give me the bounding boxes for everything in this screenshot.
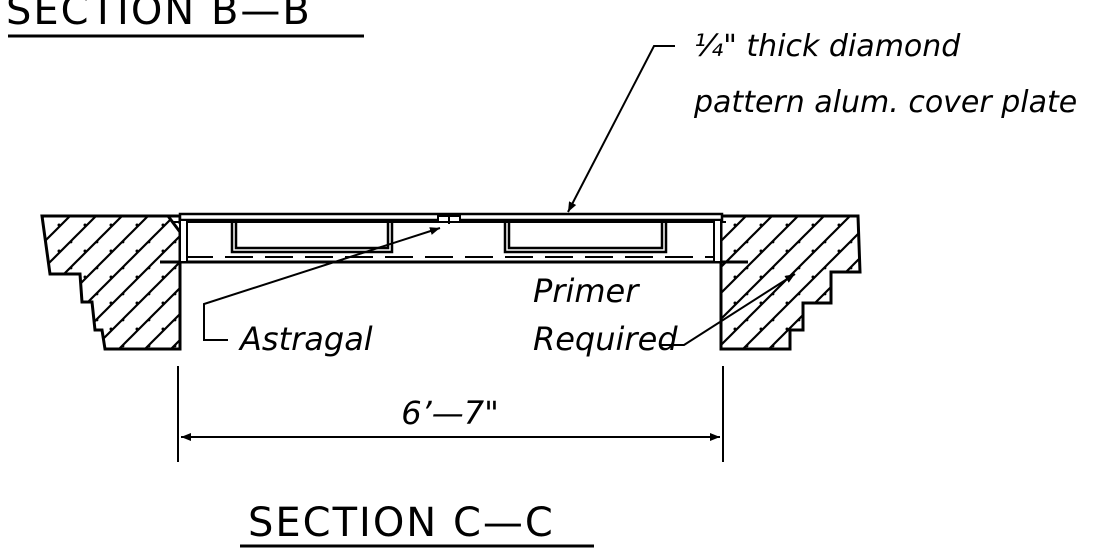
cover-plate-leader bbox=[567, 45, 675, 213]
right-concrete-block bbox=[719, 214, 862, 351]
cover-plate-note-line1: ¼" thick diamond bbox=[694, 29, 961, 64]
dimension-label: 6’—7" bbox=[401, 394, 499, 432]
right-stiffener bbox=[503, 220, 668, 254]
astragal-leader bbox=[203, 227, 441, 341]
cover-plate-note-line2: pattern alum. cover plate bbox=[693, 85, 1077, 120]
primer-leader bbox=[660, 273, 796, 346]
left-stiffener bbox=[230, 220, 394, 254]
top-section-title: SECTION B—B bbox=[6, 0, 312, 34]
left-concrete-block bbox=[40, 214, 182, 351]
primer-label-line2: Required bbox=[533, 320, 678, 358]
bottom-section-title: SECTION C—C bbox=[248, 500, 555, 546]
right-channel bbox=[713, 219, 722, 263]
astragal-label: Astragal bbox=[238, 320, 373, 358]
left-channel bbox=[179, 219, 188, 263]
primer-label-line1: Primer bbox=[533, 272, 640, 310]
